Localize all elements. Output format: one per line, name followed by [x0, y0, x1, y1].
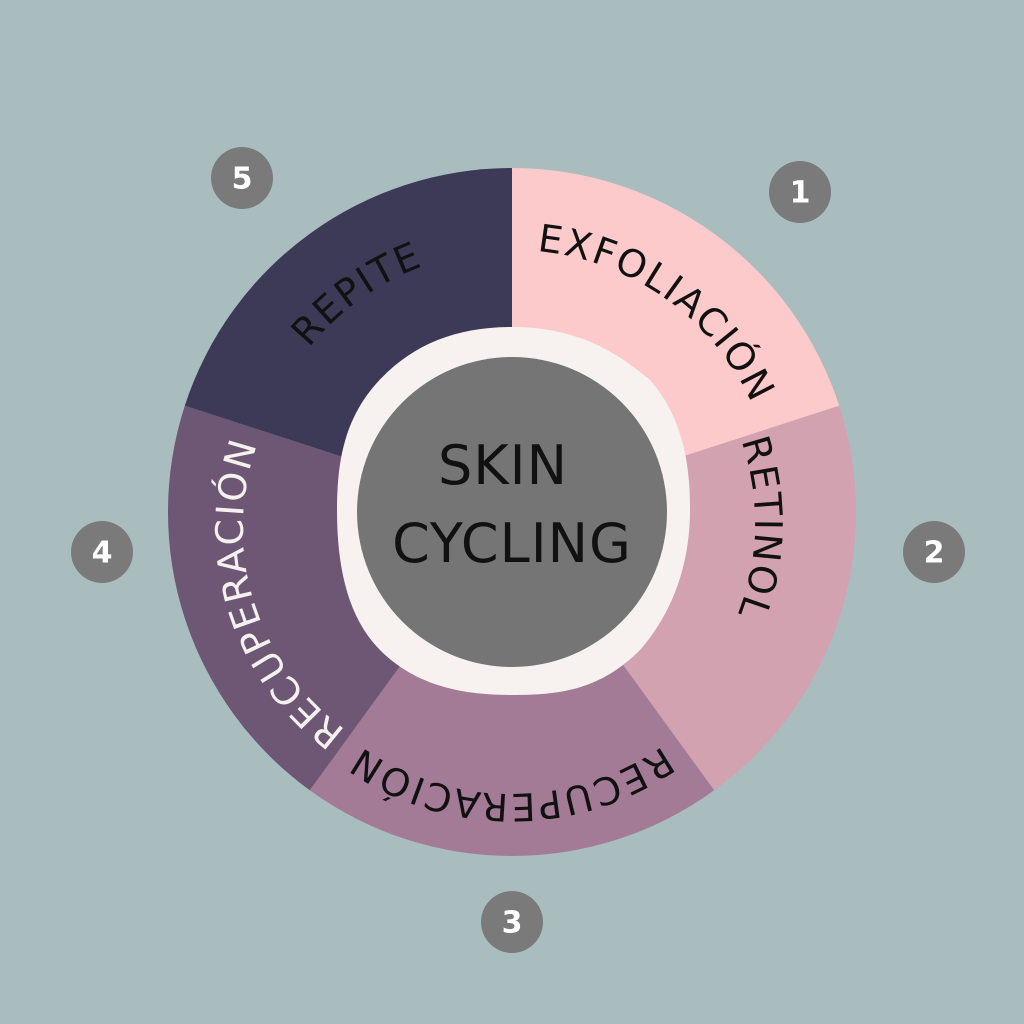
- step-2-number: 2: [924, 536, 945, 571]
- step-5-number: 5: [232, 162, 253, 197]
- step-1-number: 1: [790, 176, 811, 211]
- step-3-badge: 3: [481, 891, 543, 953]
- center-disc: [357, 357, 667, 667]
- step-5-badge: 5: [211, 147, 273, 209]
- step-2-badge: 2: [903, 521, 965, 583]
- step-3-number: 3: [502, 906, 523, 941]
- center-title-line1: SKIN: [438, 434, 568, 497]
- step-1-badge: 1: [769, 161, 831, 223]
- center-title-line2: CYCLING: [392, 512, 632, 575]
- step-4-badge: 4: [71, 521, 133, 583]
- step-4-number: 4: [92, 536, 113, 571]
